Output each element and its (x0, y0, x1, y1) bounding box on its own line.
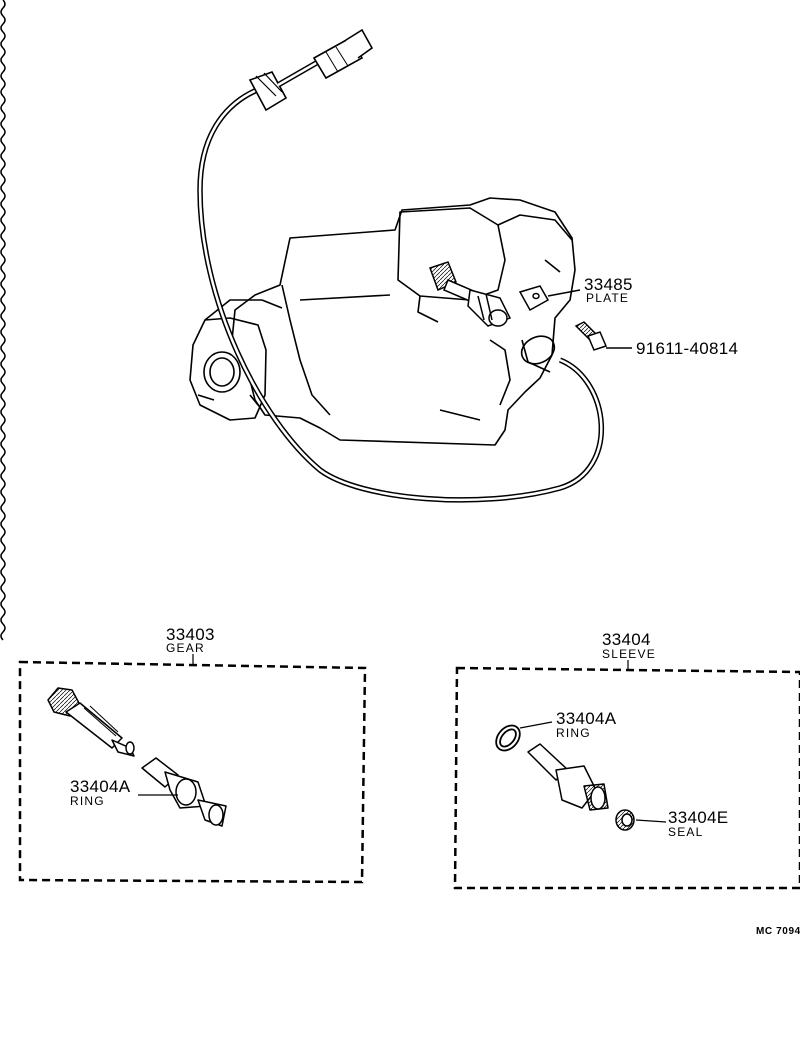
gear-shaft-part (47, 687, 135, 757)
gear-group-name: GEAR (166, 641, 205, 655)
sleeve-ring-name: RING (556, 726, 591, 740)
seal-part (615, 809, 635, 831)
gear-group-box (18, 660, 367, 884)
sleeve-ring-leader (519, 721, 553, 729)
bolt-part (574, 321, 632, 351)
gear-ring-name: RING (70, 794, 105, 808)
figure-code: MC 7094 (756, 926, 800, 937)
sleeve-group-number: 33404 (602, 630, 651, 649)
plate-part (518, 285, 581, 312)
seal-name: SEAL (668, 825, 704, 839)
plate-name: PLATE (586, 291, 629, 305)
sleeve-ring-part (495, 724, 521, 752)
speedometer-cable (197, 28, 605, 503)
bolt-number: 91611-40814 (636, 339, 738, 358)
seal-leader (635, 819, 667, 823)
sleeve-body-part (527, 743, 609, 811)
sleeve-group-box (453, 666, 800, 890)
driven-gear-installed (429, 261, 512, 327)
transmission-case (189, 197, 576, 446)
sleeve-ring-number: 33404A (556, 709, 617, 728)
seal-number: 33404E (668, 808, 728, 827)
page-edge (0, 0, 6, 641)
gear-group-number: 33403 (166, 625, 215, 644)
gear-sleeve-part (141, 757, 227, 827)
gear-ring-number: 33404A (70, 777, 131, 796)
plate-number: 33485 (584, 275, 633, 294)
sleeve-group-name: SLEEVE (602, 647, 656, 661)
